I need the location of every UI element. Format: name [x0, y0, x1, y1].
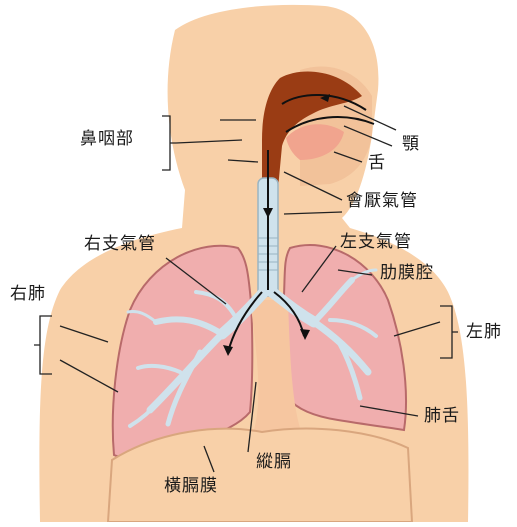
- label-nasopharynx: 鼻咽部: [80, 131, 134, 148]
- label-right-bronchus: 右支氣管: [84, 236, 156, 253]
- label-jaw: 顎: [402, 136, 420, 153]
- label-epiglottis-trachea: 會厭氣管: [346, 193, 418, 210]
- label-tongue: 舌: [368, 155, 386, 172]
- label-left-bronchus: 左支氣管: [340, 234, 412, 251]
- label-pleural-cavity: 肋膜腔: [380, 265, 434, 282]
- diaphragm-curve: [108, 429, 412, 522]
- label-lingula: 肺舌: [424, 408, 460, 425]
- label-mediastinum: 縱膈: [256, 454, 292, 471]
- label-diaphragm: 橫膈膜: [164, 478, 218, 495]
- label-right-lung: 右肺: [10, 286, 46, 303]
- label-left-lung: 左肺: [466, 324, 502, 341]
